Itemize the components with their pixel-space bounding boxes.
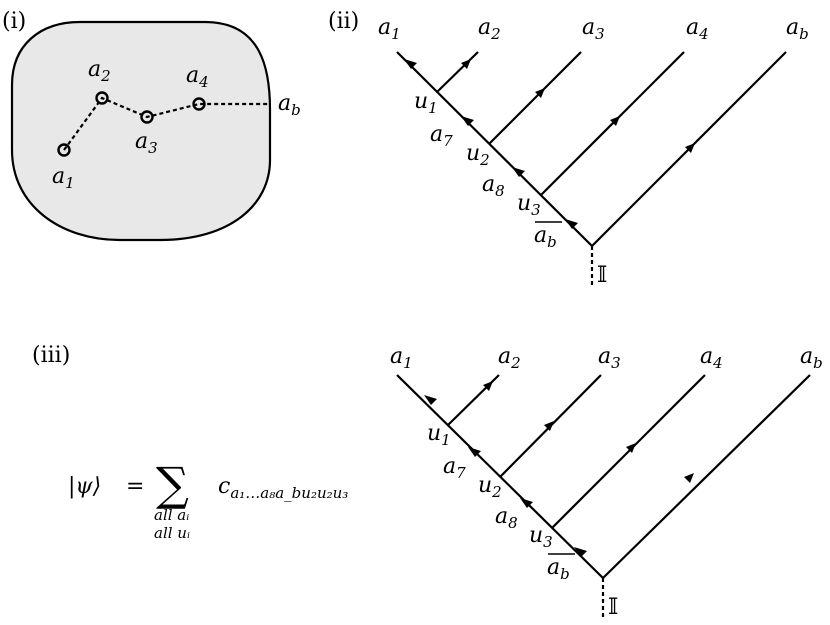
panel-label-iii: (iii) (32, 343, 70, 368)
tree-iii-u3: u3 (529, 523, 553, 551)
tree-iii-top-a1: a1 (390, 344, 413, 372)
tree-iii-u2: u2 (478, 473, 502, 501)
eq-lhs: |ψ⟩ (68, 474, 101, 499)
tree-iii-top-a3: a3 (598, 344, 621, 372)
tree-ii-top-ab: ab (786, 15, 809, 43)
tree-iii-a7: a7 (443, 454, 466, 482)
panel-label-i: (i) (2, 9, 26, 34)
panel-label-ii: (ii) (328, 9, 359, 34)
anyon-string (63, 96, 270, 151)
arrow-ab (685, 143, 695, 153)
arrow-iii-ab (684, 473, 694, 483)
tree-ii-u2: u2 (466, 141, 490, 169)
region-label-ab: ab (278, 91, 301, 119)
arrow-ab-bar (565, 219, 578, 229)
eq-coef: ca₁…a₈a_bu₂u₂u₃ (218, 474, 348, 502)
equation: |ψ⟩ = ∑ ca₁…a₈a_bu₂u₂u₃ all aᵢ all uᵢ (68, 457, 348, 542)
tree-iii-identity: 𝕀 (608, 595, 618, 620)
eq-equals: = (126, 474, 144, 499)
arrow-a3 (535, 88, 545, 98)
arrow-a8 (512, 167, 525, 177)
eq-under-2: all uᵢ (154, 524, 190, 542)
anyon-a4-marker (192, 97, 206, 111)
fusion-tree-ii (396, 51, 787, 288)
tree-iii-top-ab: ab (800, 344, 823, 372)
region-label-a4: a4 (186, 63, 209, 91)
tree-ii-u1: u1 (414, 89, 438, 117)
region-label-a1: a1 (52, 164, 75, 192)
anyon-a2-marker (95, 91, 109, 105)
arrow-a1 (404, 59, 417, 69)
tree-ii-ab-bar: ab (534, 223, 557, 251)
arrow-iii-ab-bar (574, 547, 587, 557)
arrow-a4 (610, 116, 620, 126)
tree-ii-identity: 𝕀 (597, 263, 607, 288)
region-label-a3: a3 (135, 129, 158, 157)
arrow-a7 (461, 116, 474, 126)
tree-iii-top-a2: a2 (498, 344, 521, 372)
arrow-iii-a2 (483, 381, 493, 391)
region-label-a2: a2 (88, 57, 111, 85)
tree-iii-u1: u1 (427, 421, 451, 449)
eq-under-1: all aᵢ (154, 506, 189, 524)
arrow-a2 (461, 59, 471, 69)
anyon-a1-marker (57, 143, 71, 157)
tree-ii-top-a4: a4 (686, 15, 709, 43)
eq-sum: ∑ (156, 457, 189, 511)
tree-iii-a8: a8 (495, 504, 518, 532)
tree-iii-top-a4: a4 (700, 344, 723, 372)
arrow-iii-a3 (544, 421, 554, 431)
arrow-iii-a1 (424, 395, 437, 405)
arrow-iii-a4 (626, 443, 636, 453)
tree-ii-u3: u3 (517, 191, 541, 219)
arrow-iii-a7 (468, 447, 481, 457)
tree-ii-top-a3: a3 (582, 15, 605, 43)
tree-ii-a8: a8 (482, 172, 505, 200)
anyon-a3-marker (140, 110, 154, 124)
tree-ii-top-a1: a1 (378, 15, 401, 43)
region-shape (10, 20, 272, 242)
fusion-tree-iii (396, 374, 811, 620)
tree-ii-top-a2: a2 (478, 15, 501, 43)
arrow-iii-a8 (520, 498, 533, 508)
tree-ii-a7: a7 (430, 122, 453, 150)
tree-iii-ab-bar: ab (547, 555, 570, 583)
